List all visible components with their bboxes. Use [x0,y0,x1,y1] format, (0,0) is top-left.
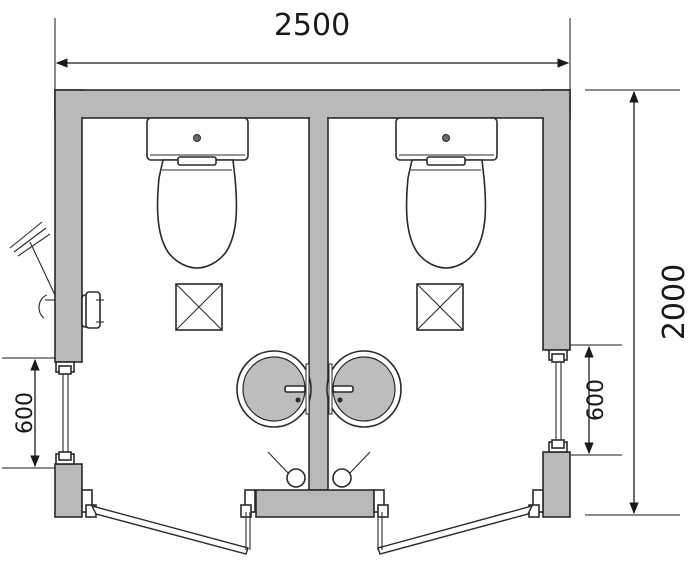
left-window [55,361,75,465]
right-opening-label: 600 [584,379,609,421]
floor-drain-icon [175,283,223,331]
walls [54,89,571,518]
toilet-icon [395,117,498,269]
left-wall-lower [54,463,83,518]
paper-holder-icon [332,451,371,488]
overall-width-label: 2500 [274,8,350,43]
overall-depth-label: 2000 [657,264,692,340]
washbasin-icon [326,350,402,428]
door-swing-icon [373,489,544,555]
door-swing-icon [81,489,256,555]
left-opening-dimension: 600 [2,357,58,469]
bottom-center-wall [255,489,375,518]
right-wall-lower [542,451,571,518]
right-window [548,349,568,453]
toilet-icon [146,117,249,269]
shower-head-icon [9,221,104,329]
paper-holder-icon [267,451,306,488]
washbasin-icon [236,350,312,428]
partition-wall [308,117,329,491]
floor-drain-icon [416,283,464,331]
left-opening-label: 600 [13,392,38,434]
top-dimension: 2500 [54,8,571,92]
right-opening-dimension: 600 [570,344,622,456]
right-dimension: 2000 [585,89,692,516]
